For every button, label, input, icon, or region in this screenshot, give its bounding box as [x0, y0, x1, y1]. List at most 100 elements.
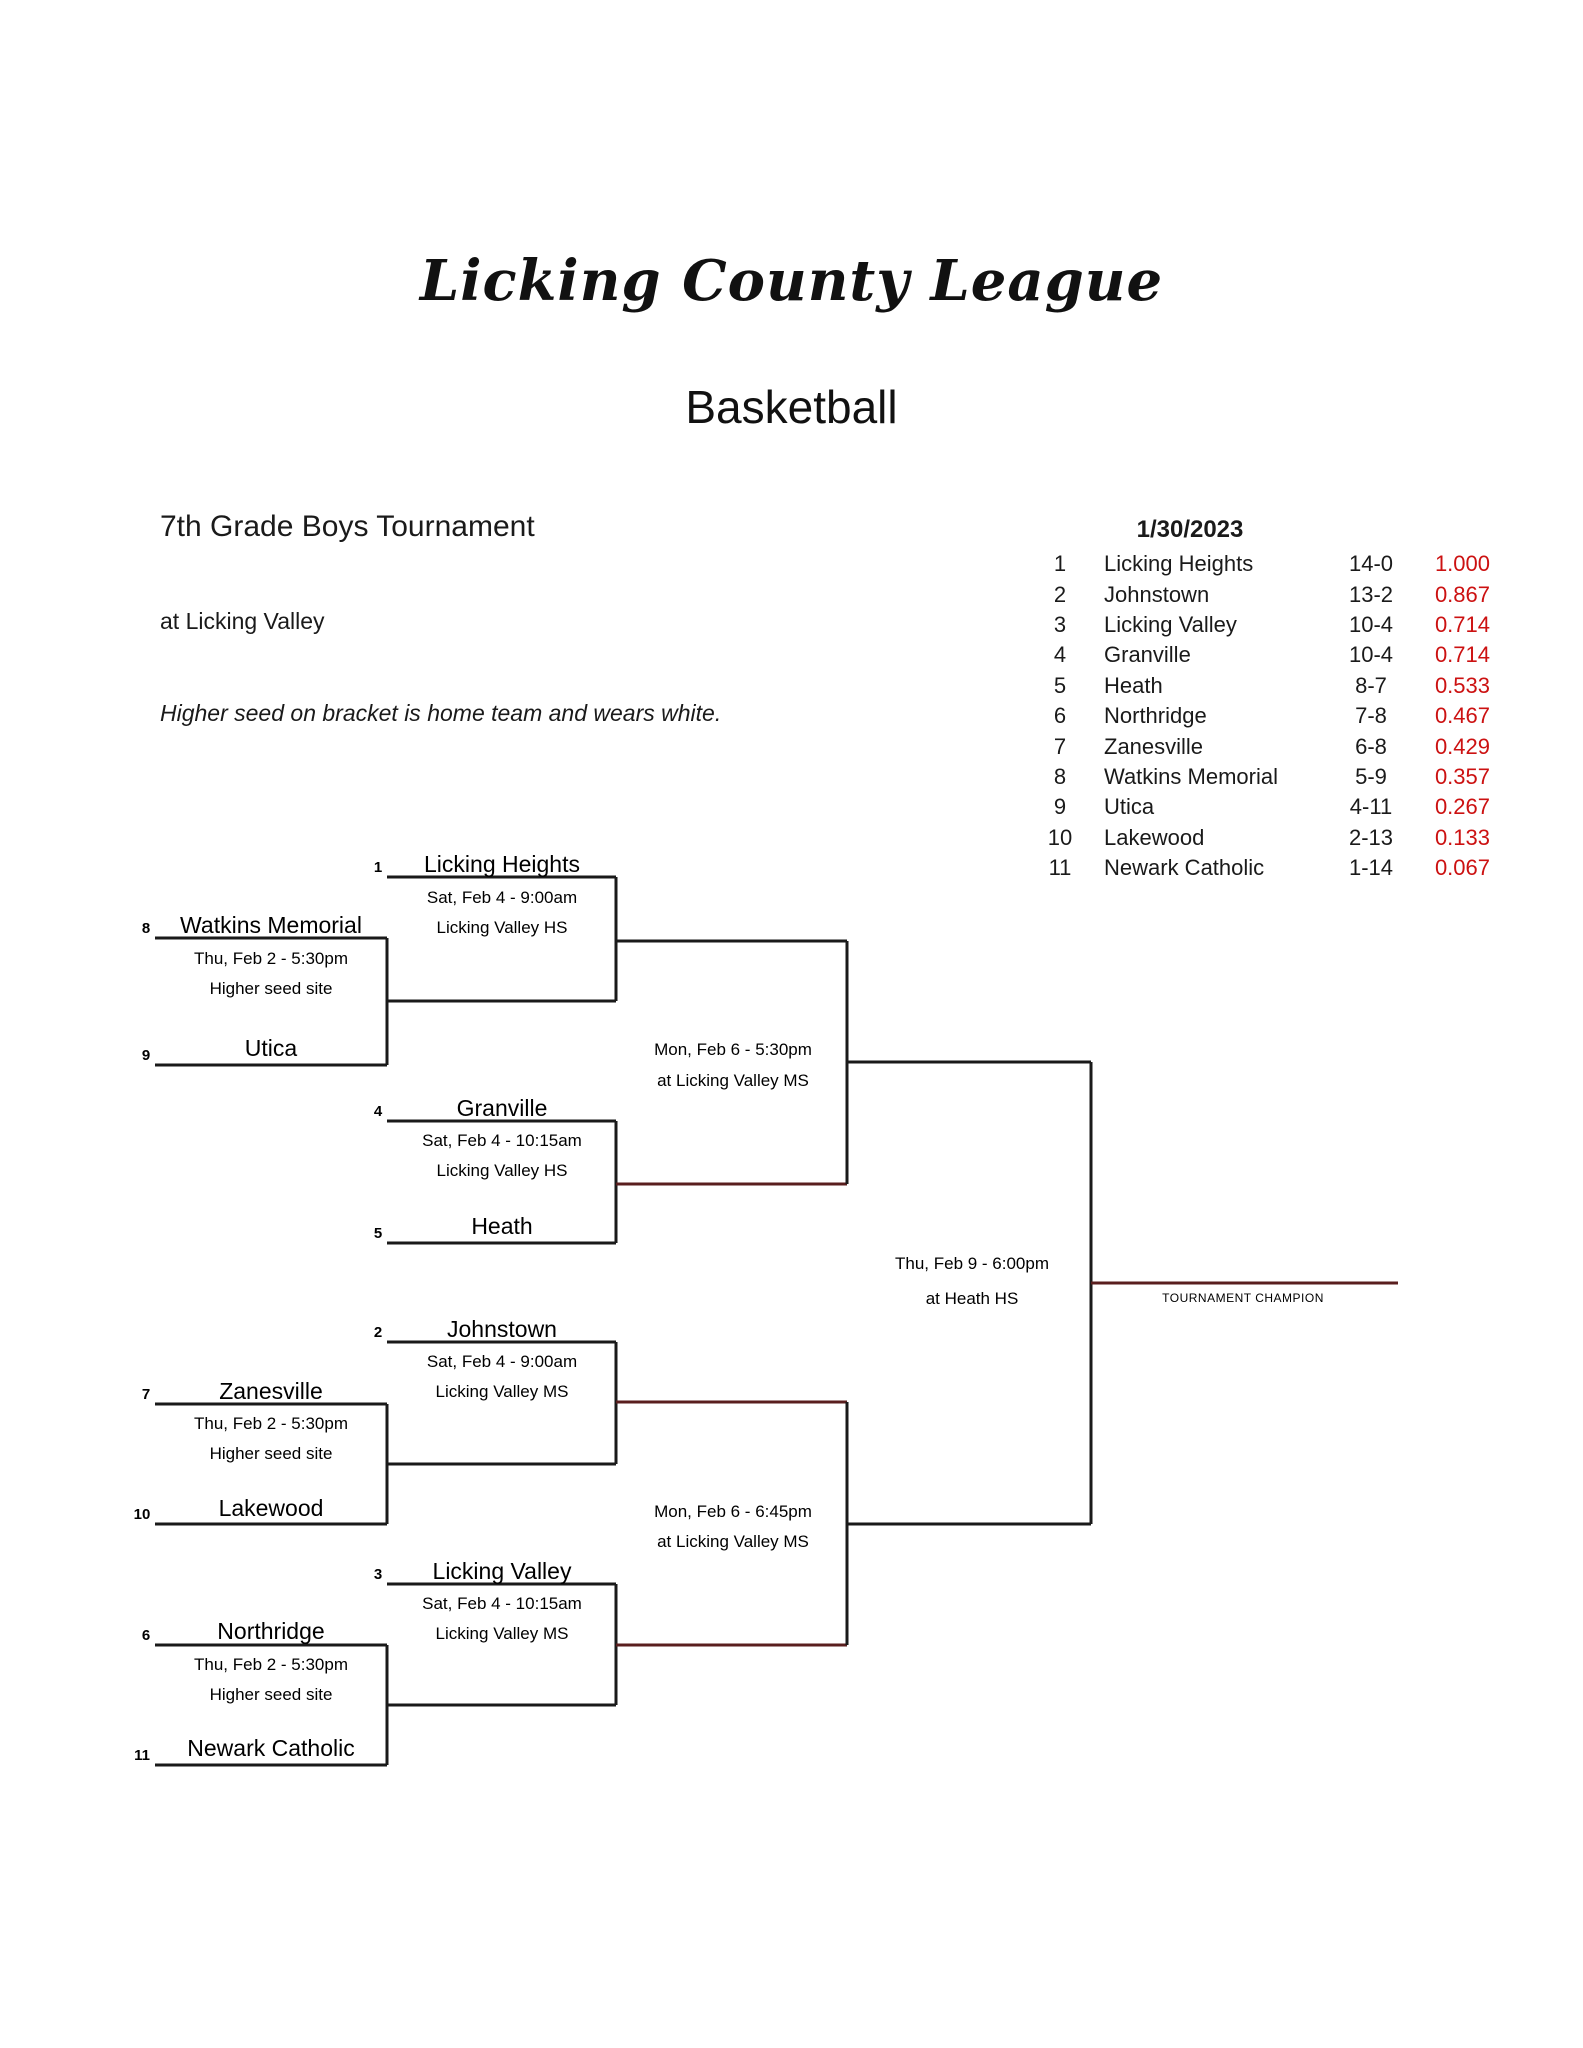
- record-cell: 13-2: [1348, 581, 1394, 607]
- game-date: Mon, Feb 6 - 6:45pm: [654, 1502, 812, 1521]
- seed-cell: 9: [1053, 794, 1067, 820]
- game-date: Sat, Feb 4 - 9:00am: [427, 888, 577, 907]
- game-date: Mon, Feb 6 - 5:30pm: [654, 1040, 812, 1059]
- game-date: Sat, Feb 4 - 10:15am: [422, 1131, 582, 1150]
- seed-number: 2: [374, 1324, 382, 1341]
- team-cell: Utica: [1104, 794, 1155, 820]
- tournament-venue: at Licking Valley: [160, 608, 325, 634]
- record-cell: 4-11: [1349, 794, 1393, 820]
- game-site: at Heath HS: [926, 1289, 1019, 1308]
- game-site: Higher seed site: [210, 979, 333, 998]
- standings-row: 6 Northridge 7-8 0.467: [1030, 701, 1490, 731]
- record-cell: 14-0: [1348, 551, 1394, 577]
- seed-cell: 1: [1053, 551, 1067, 577]
- standings-row: 9 Utica 4-11 0.267: [1030, 792, 1490, 822]
- game-site: Higher seed site: [210, 1444, 333, 1463]
- standings-row: 11 Newark Catholic 1-14 0.067: [1030, 853, 1490, 883]
- bracket-team: Licking Heights: [424, 851, 580, 877]
- seed-cell: 2: [1053, 581, 1067, 607]
- seed-number: 1: [374, 859, 382, 876]
- seed-cell: 7: [1053, 733, 1067, 759]
- seed-cell: 4: [1053, 642, 1067, 668]
- record-cell: 8-7: [1355, 672, 1387, 698]
- bracket-team: Licking Valley: [433, 1558, 572, 1584]
- standings-row: 7 Zanesville 6-8 0.429: [1030, 731, 1490, 761]
- bracket-team: Utica: [245, 1035, 298, 1061]
- pct-cell: 0.133: [1434, 824, 1490, 850]
- pct-cell: 0.267: [1434, 794, 1490, 820]
- standings-row: 1 Licking Heights 14-0 1.000: [1030, 549, 1490, 579]
- pct-cell: 0.429: [1434, 733, 1490, 759]
- game-site: Licking Valley MS: [436, 1624, 569, 1643]
- seed-number: 11: [134, 1747, 150, 1764]
- standings-row: 2 Johnstown 13-2 0.867: [1030, 579, 1490, 609]
- game-site: at Licking Valley MS: [657, 1071, 809, 1090]
- seed-cell: 8: [1053, 763, 1067, 789]
- seed-number: 9: [142, 1047, 150, 1064]
- team-cell: Newark Catholic: [1104, 855, 1265, 881]
- game-site: at Licking Valley MS: [657, 1532, 809, 1551]
- sport-title: Basketball: [685, 381, 898, 433]
- team-cell: Watkins Memorial: [1104, 763, 1278, 789]
- standings-date: 1/30/2023: [1136, 516, 1244, 543]
- record-cell: 2-13: [1348, 824, 1394, 850]
- game-date: Thu, Feb 2 - 5:30pm: [194, 949, 348, 968]
- record-cell: 7-8: [1355, 703, 1387, 729]
- home-team-note: Higher seed on bracket is home team and …: [160, 700, 722, 726]
- bracket-team: Johnstown: [447, 1316, 557, 1342]
- pct-cell: 0.867: [1434, 581, 1490, 607]
- game-site: Higher seed site: [210, 1685, 333, 1704]
- seed-number: 5: [374, 1225, 382, 1242]
- team-cell: Zanesville: [1104, 733, 1204, 759]
- standings-row: 5 Heath 8-7 0.533: [1030, 671, 1490, 701]
- record-cell: 10-4: [1348, 642, 1394, 668]
- seed-number: 7: [142, 1386, 150, 1403]
- pct-cell: 0.714: [1434, 611, 1490, 637]
- seed-cell: 5: [1053, 672, 1067, 698]
- bracket-team: Heath: [471, 1213, 532, 1239]
- seed-number: 8: [142, 920, 150, 937]
- standings-table: 1 Licking Heights 14-0 1.000 2 Johnstown 13-2 0…: [1030, 549, 1490, 883]
- bracket-team: Zanesville: [219, 1378, 323, 1404]
- seed-cell: 11: [1048, 855, 1072, 881]
- seed-number: 10: [134, 1506, 151, 1523]
- game-site: Licking Valley MS: [436, 1382, 569, 1401]
- standings-row: 10 Lakewood 2-13 0.133: [1030, 823, 1490, 853]
- seed-number: 6: [142, 1627, 150, 1644]
- league-title: Licking County League: [419, 248, 1164, 314]
- bracket-team: Watkins Memorial: [180, 912, 362, 938]
- seed-cell: 6: [1053, 703, 1067, 729]
- team-cell: Lakewood: [1104, 824, 1205, 850]
- team-cell: Johnstown: [1104, 581, 1210, 607]
- game-date: Sat, Feb 4 - 9:00am: [427, 1352, 577, 1371]
- record-cell: 6-8: [1355, 733, 1387, 759]
- record-cell: 5-9: [1355, 763, 1387, 789]
- pct-cell: 0.533: [1434, 672, 1490, 698]
- team-cell: Licking Valley: [1104, 611, 1237, 637]
- game-date: Thu, Feb 9 - 6:00pm: [895, 1254, 1049, 1273]
- seed-number: 4: [374, 1103, 383, 1120]
- team-cell: Heath: [1104, 672, 1163, 698]
- pct-cell: 0.467: [1434, 703, 1490, 729]
- record-cell: 10-4: [1348, 611, 1394, 637]
- pct-cell: 0.067: [1434, 855, 1490, 881]
- game-site: Licking Valley HS: [436, 1161, 567, 1180]
- champion-label: TOURNAMENT CHAMPION: [1162, 1291, 1324, 1305]
- pct-cell: 1.000: [1434, 551, 1490, 577]
- record-cell: 1-14: [1348, 855, 1394, 881]
- team-cell: Northridge: [1104, 703, 1207, 729]
- bracket-team: Lakewood: [219, 1495, 324, 1521]
- standings-row: 3 Licking Valley 10-4 0.714: [1030, 610, 1490, 640]
- seed-cell: 10: [1047, 824, 1073, 850]
- seed-number: 3: [374, 1566, 382, 1583]
- bracket-team: Granville: [457, 1095, 548, 1121]
- game-date: Sat, Feb 4 - 10:15am: [422, 1594, 582, 1613]
- game-site: Licking Valley HS: [436, 918, 567, 937]
- bracket-team: Newark Catholic: [187, 1735, 354, 1761]
- team-cell: Licking Heights: [1104, 551, 1254, 577]
- seed-cell: 3: [1053, 611, 1067, 637]
- game-date: Thu, Feb 2 - 5:30pm: [194, 1414, 348, 1433]
